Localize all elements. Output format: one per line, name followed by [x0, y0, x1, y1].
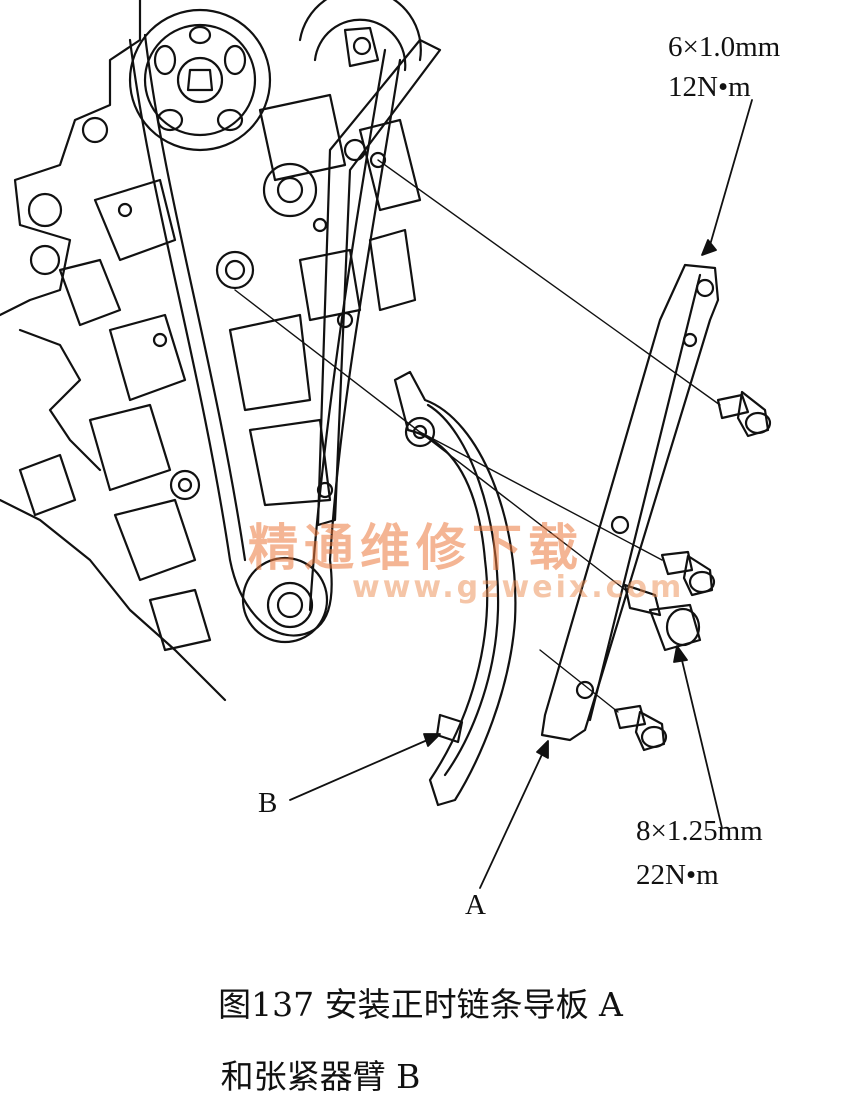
bolt-top: [716, 390, 772, 438]
engine-timing-chain-diagram: [0, 0, 772, 889]
camshaft-sprocket-right: [298, 0, 422, 72]
figure-caption-line2: 和张紧器臂 B: [220, 1057, 421, 1096]
top-spec-size: 6×1.0mm: [668, 31, 781, 63]
crankshaft-sprocket: [241, 556, 329, 644]
bolt-bottom: [613, 704, 668, 752]
tensioner-arm-b: [393, 370, 517, 807]
figure-caption-line1: 图137 安装正时链条导板 A: [218, 985, 623, 1024]
bottom-spec-size: 8×1.25mm: [636, 815, 763, 847]
chain-guide-a: [540, 263, 720, 742]
callout-leaders: [289, 99, 753, 889]
callout-b-label: B: [258, 787, 278, 819]
alignment-lines: [234, 159, 721, 713]
camshaft-sprocket-left: [128, 8, 272, 152]
bottom-spec-torque: 22N•m: [636, 859, 719, 891]
timing-chain: [128, 33, 402, 637]
callout-a-label: A: [465, 889, 486, 921]
engine-block: [0, 0, 422, 702]
bolt-pivot-large: [623, 583, 702, 652]
top-spec-torque: 12N•m: [668, 71, 751, 103]
bolt-middle: [660, 550, 716, 597]
installed-chain-guide: [316, 38, 442, 527]
